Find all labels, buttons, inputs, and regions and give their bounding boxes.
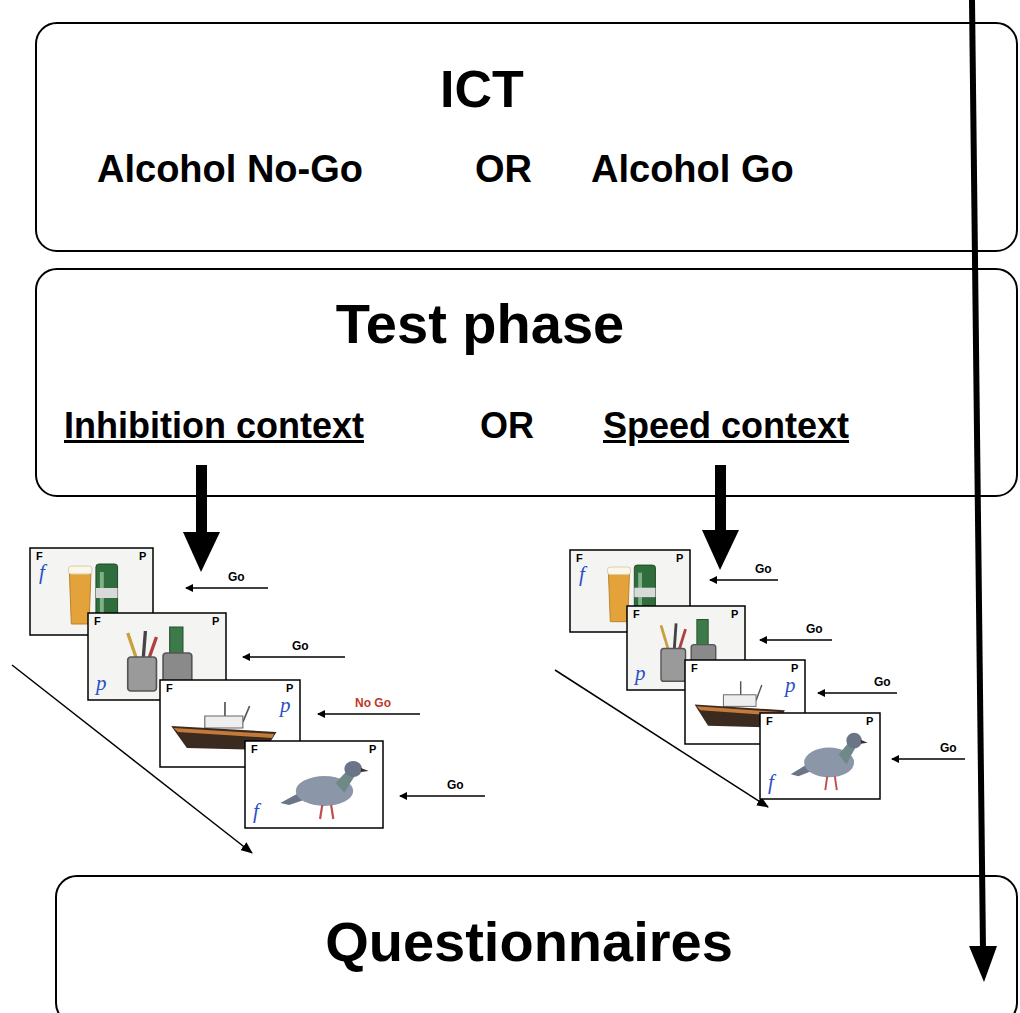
stage-box: Questionnaires	[55, 875, 1018, 1013]
response-label: Go	[292, 640, 309, 653]
down-arrow-head	[702, 530, 739, 570]
response-label: Go	[447, 779, 464, 792]
key-letter: F	[251, 743, 258, 755]
condition-label: Inhibition context	[64, 405, 364, 446]
condition-label: OR	[475, 148, 532, 192]
timeline-arrowhead	[969, 946, 997, 982]
stimulus-card	[760, 713, 880, 799]
stage-title: Questionnaires	[325, 910, 733, 974]
key-letter: P	[731, 608, 738, 620]
key-letter: P	[866, 715, 873, 727]
target-letter: f	[253, 800, 259, 823]
key-letter: P	[286, 682, 293, 694]
timeline-line	[972, 0, 983, 950]
stimulus-card	[245, 741, 383, 828]
response-label: No Go	[355, 697, 391, 710]
stage-title: Test phase	[336, 292, 624, 356]
pointer-arrow	[243, 656, 345, 658]
pointer-arrow	[318, 713, 420, 715]
pointer-arrow	[892, 758, 965, 760]
condition-label: Alcohol No-Go	[97, 148, 363, 192]
key-letter: F	[766, 715, 773, 727]
target-letter: p	[785, 674, 796, 697]
stage-title: ICT	[440, 60, 524, 120]
key-letter: P	[212, 615, 219, 627]
condition-label: OR	[480, 405, 534, 446]
target-letter: p	[280, 694, 291, 717]
response-label: Go	[806, 623, 823, 636]
condition-label: Speed context	[603, 405, 849, 446]
pointer-arrow	[710, 579, 778, 581]
key-letter: P	[791, 662, 798, 674]
key-letter: F	[691, 662, 698, 674]
response-label: Go	[755, 563, 772, 576]
pointer-arrow	[400, 795, 485, 797]
target-letter: p	[635, 662, 646, 685]
down-arrow-shaft	[715, 465, 726, 533]
target-letter: f	[768, 771, 774, 794]
key-letter: F	[166, 682, 173, 694]
condition-label: Alcohol Go	[591, 148, 794, 192]
pointer-arrow	[760, 639, 832, 641]
stage-box: ICT Alcohol No-Go OR Alcohol Go	[35, 22, 1018, 252]
response-label: Go	[874, 676, 891, 689]
target-letter: p	[96, 672, 107, 695]
key-letter: P	[676, 552, 683, 564]
stage-box: Test phaseInhibition context OR Speed cont…	[35, 268, 1018, 497]
pointer-arrow	[818, 692, 897, 694]
target-letter: f	[39, 561, 45, 584]
key-letter: P	[369, 743, 376, 755]
response-label: Go	[228, 571, 245, 584]
key-letter: F	[94, 615, 101, 627]
down-arrow-shaft	[196, 465, 207, 535]
key-letter: P	[139, 550, 146, 562]
response-label: Go	[940, 742, 957, 755]
pointer-arrow	[186, 587, 268, 589]
down-arrow-head	[183, 532, 220, 572]
key-letter: F	[633, 608, 640, 620]
target-letter: f	[579, 563, 585, 586]
